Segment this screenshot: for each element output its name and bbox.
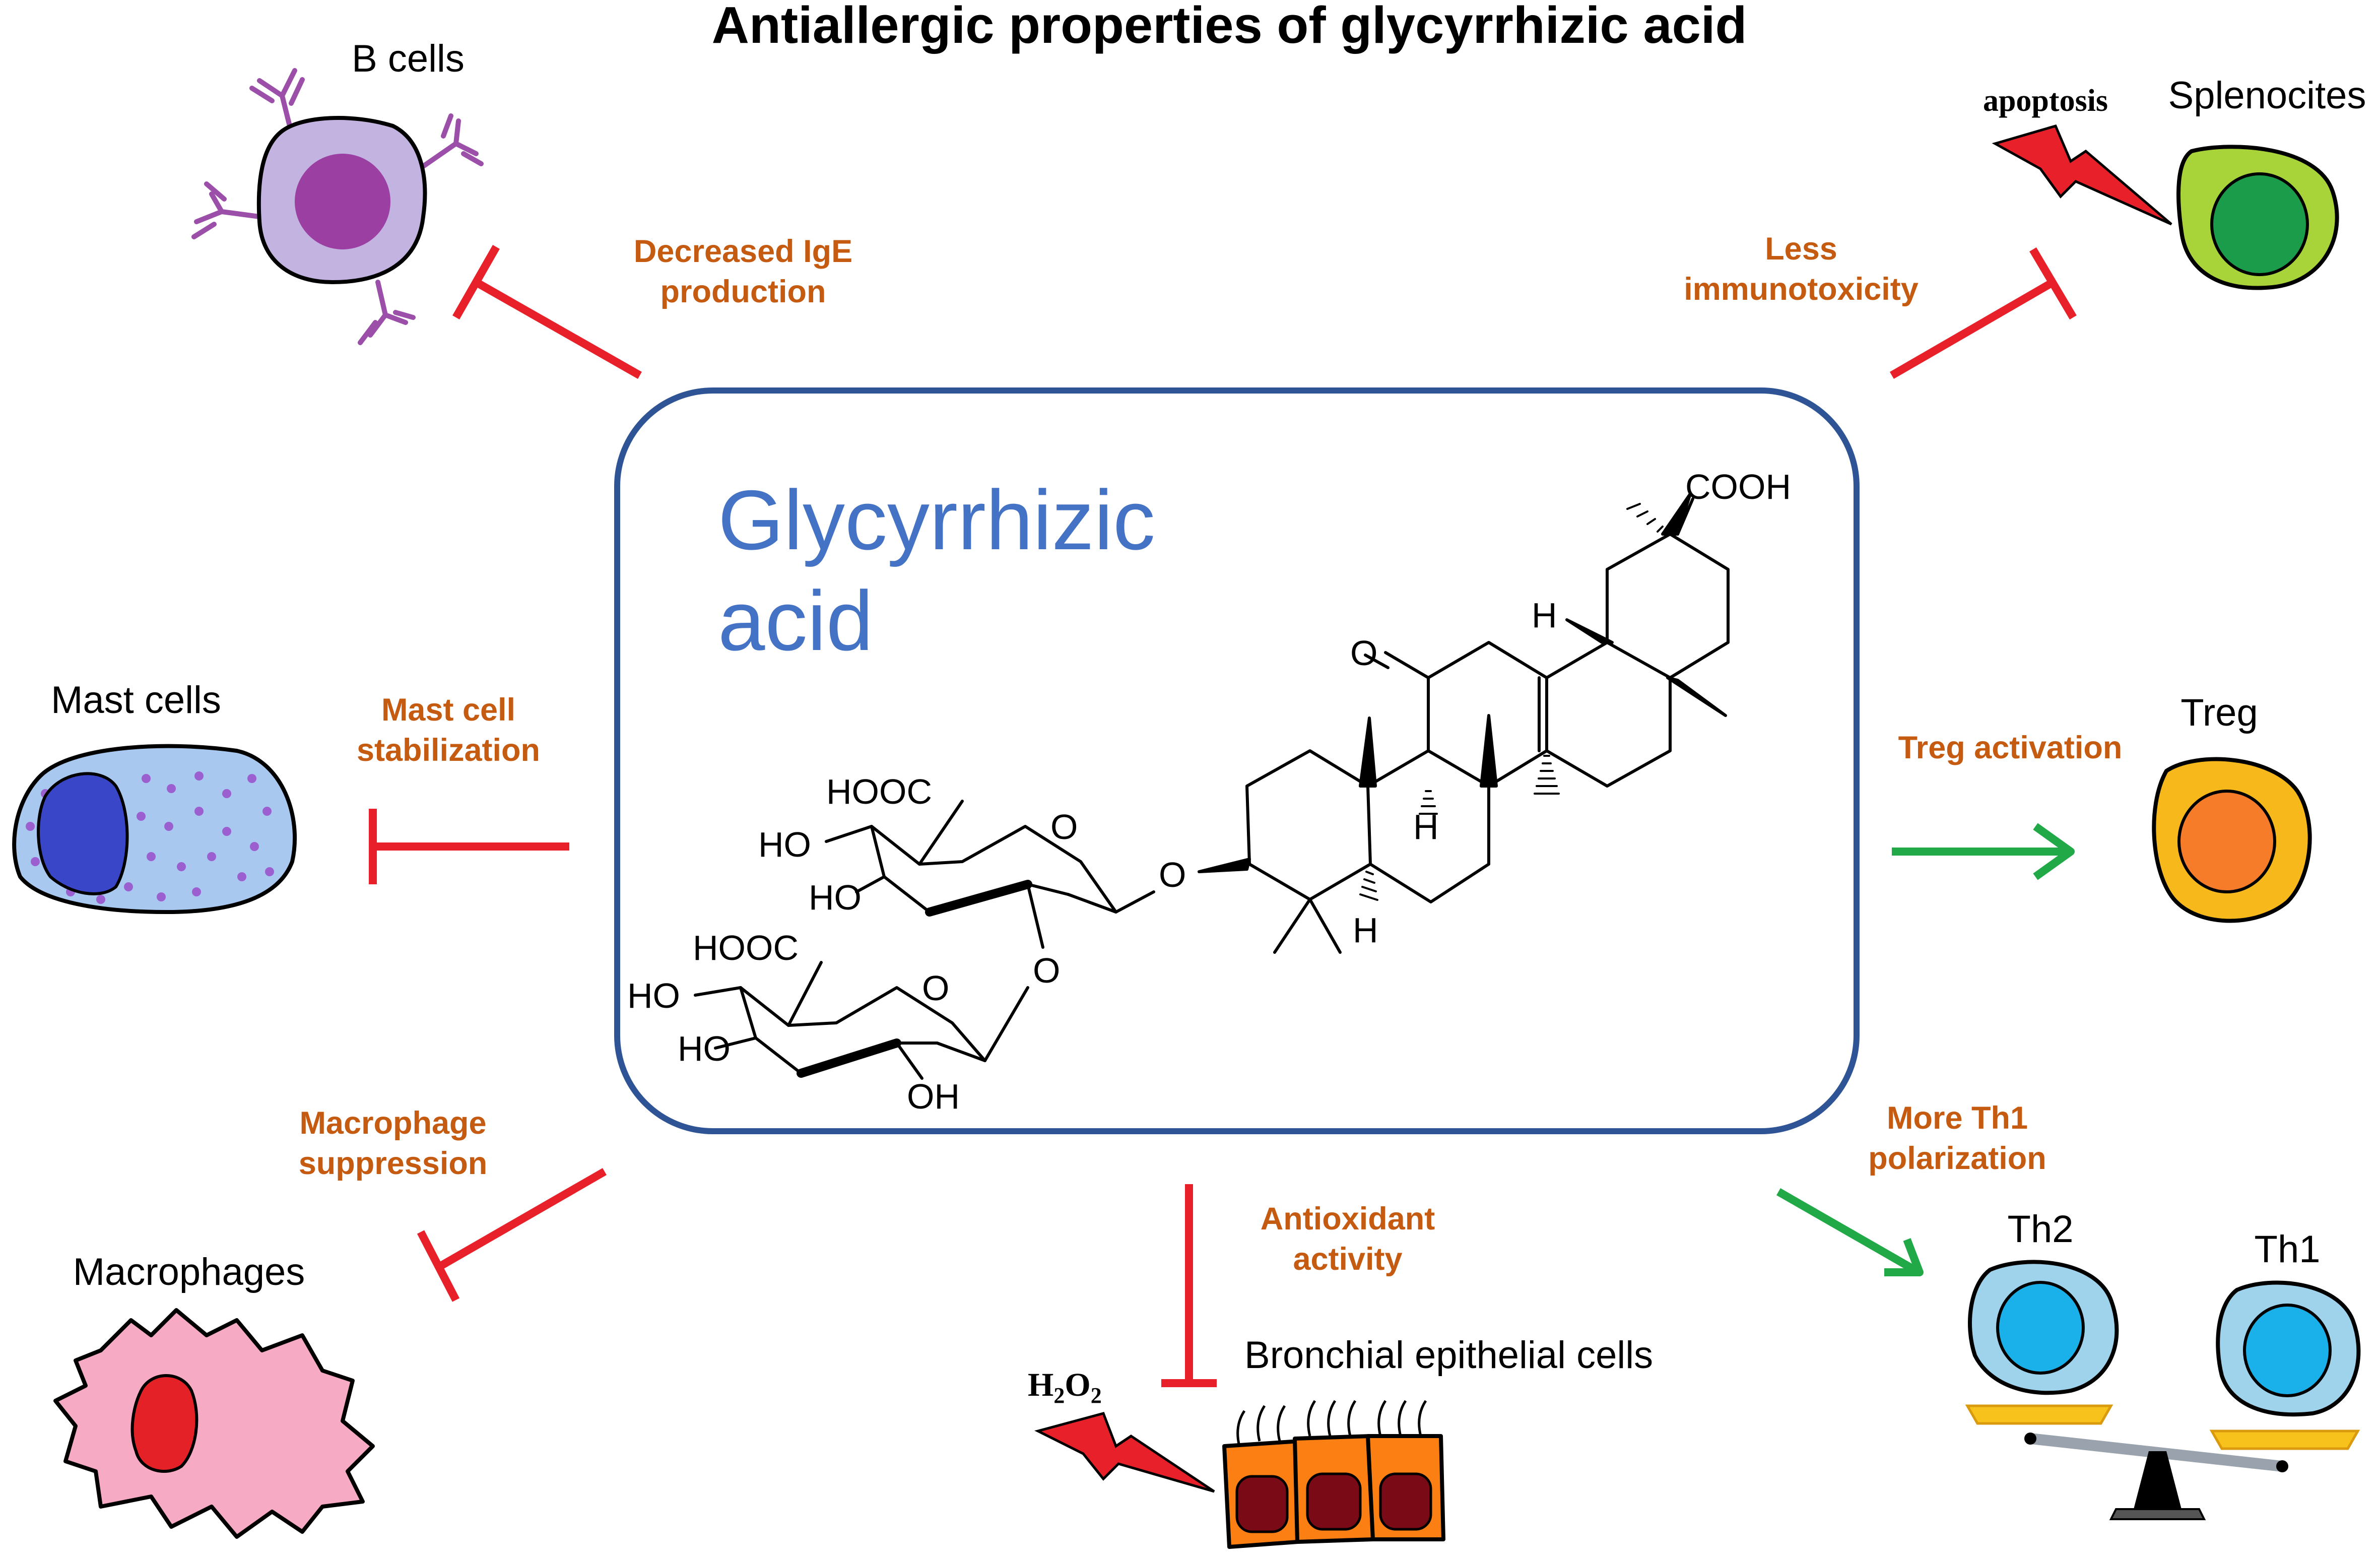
treg-activate-arrowhead bbox=[2033, 823, 2075, 880]
hooc-bottom-label: HOOC bbox=[693, 928, 799, 967]
immunotoxicity-inhibit-bar bbox=[2029, 247, 2077, 320]
glycyrrhizic-acid-structure bbox=[694, 492, 1730, 1080]
ho-label-2: HO bbox=[809, 878, 862, 917]
macrophage-effect-line2: suppression bbox=[299, 1146, 488, 1181]
apoptosis-lightning-icon bbox=[1992, 124, 2172, 226]
th1-activate-arrowhead bbox=[1884, 1238, 1924, 1276]
cooh-label: COOH bbox=[1685, 467, 1791, 506]
th1-effect-line1: More Th1 bbox=[1887, 1100, 2028, 1136]
th2-cell-icon bbox=[1968, 1260, 2119, 1395]
b-cell-icon bbox=[191, 68, 484, 345]
ige-inhibit-bar bbox=[452, 245, 500, 319]
h2o2-label: H2O2 bbox=[1028, 1367, 1102, 1408]
treg-label: Treg bbox=[2180, 691, 2258, 734]
o-ring-bottom-label: O bbox=[922, 968, 949, 1008]
antioxidant-effect-line2: activity bbox=[1293, 1242, 1402, 1277]
molecule-name-line1: Glycyrrhizic bbox=[718, 473, 1155, 567]
h-label-1: H bbox=[1532, 596, 1557, 635]
macrophage-inhibit-line bbox=[436, 1168, 607, 1271]
bronchial-label: Bronchial epithelial cells bbox=[1244, 1334, 1653, 1377]
ho-label-4: HO bbox=[678, 1029, 731, 1068]
mast-cell-icon bbox=[12, 744, 297, 915]
h2o2-lightning-icon bbox=[1034, 1412, 1215, 1493]
macrophage-inhibit-bar bbox=[417, 1230, 460, 1302]
splenocytes-label: Splenocites bbox=[2168, 74, 2366, 117]
b-cells-label: B cells bbox=[352, 37, 465, 80]
antioxidant-effect-line1: Antioxidant bbox=[1261, 1201, 1435, 1237]
th2-label: Th2 bbox=[2008, 1208, 2074, 1251]
mast-cells-label: Mast cells bbox=[51, 679, 221, 722]
ho-label-3: HO bbox=[627, 976, 680, 1015]
mast-effect-line1: Mast cell bbox=[381, 692, 515, 728]
th1-effect-line2: polarization bbox=[1868, 1141, 2046, 1176]
treg-effect-label: Treg activation bbox=[1898, 730, 2123, 765]
immunotoxicity-effect-line1: Less bbox=[1765, 231, 1837, 267]
th1-activate-line bbox=[1776, 1188, 1916, 1273]
macrophage-icon bbox=[53, 1308, 375, 1539]
immunotoxicity-inhibit-line bbox=[1889, 279, 2056, 379]
h2o2-sub1: 2 bbox=[1053, 1383, 1065, 1408]
ige-effect-line2: production bbox=[660, 274, 826, 309]
balance-scale-icon bbox=[1965, 1404, 2360, 1520]
diagram-title: Antiallergic properties of glycyrrhizic … bbox=[712, 0, 1747, 54]
ho-label-1: HO bbox=[758, 825, 811, 864]
h-label-2: H bbox=[1413, 807, 1439, 847]
macrophage-effect-line1: Macrophage bbox=[299, 1106, 486, 1141]
o-link-label: O bbox=[1033, 951, 1060, 990]
o-ring-top-label: O bbox=[1050, 807, 1078, 847]
th1-cell-icon bbox=[2216, 1280, 2361, 1417]
o-glycoside-label: O bbox=[1159, 855, 1186, 894]
ige-inhibit-line bbox=[474, 279, 642, 379]
h-label-3: H bbox=[1353, 911, 1378, 950]
h2o2-o: O bbox=[1065, 1367, 1090, 1403]
o-keto-label: O bbox=[1350, 633, 1377, 673]
ige-effect-line1: Decreased IgE bbox=[634, 234, 852, 269]
oh-label: OH bbox=[907, 1077, 960, 1116]
h2o2-sub2: 2 bbox=[1091, 1383, 1102, 1408]
splenocyte-icon bbox=[2176, 145, 2339, 290]
bronchial-cells-icon bbox=[1222, 1400, 1445, 1549]
th1-label: Th1 bbox=[2255, 1228, 2321, 1271]
central-box bbox=[614, 387, 1860, 1134]
apoptosis-label: apoptosis bbox=[1983, 84, 2108, 118]
treg-icon bbox=[2152, 757, 2312, 923]
molecule-name-line2: acid bbox=[718, 573, 873, 668]
immunotoxicity-effect-line2: immunotoxicity bbox=[1684, 272, 1919, 307]
structure-atom-labels: COOH HOOC HOOC HO HO HO HO OH O O O O O … bbox=[627, 467, 1791, 1116]
hooc-top-label: HOOC bbox=[826, 772, 932, 811]
macrophages-label: Macrophages bbox=[73, 1251, 305, 1293]
h2o2-h: H bbox=[1028, 1367, 1053, 1403]
mast-effect-line2: stabilization bbox=[357, 733, 540, 768]
